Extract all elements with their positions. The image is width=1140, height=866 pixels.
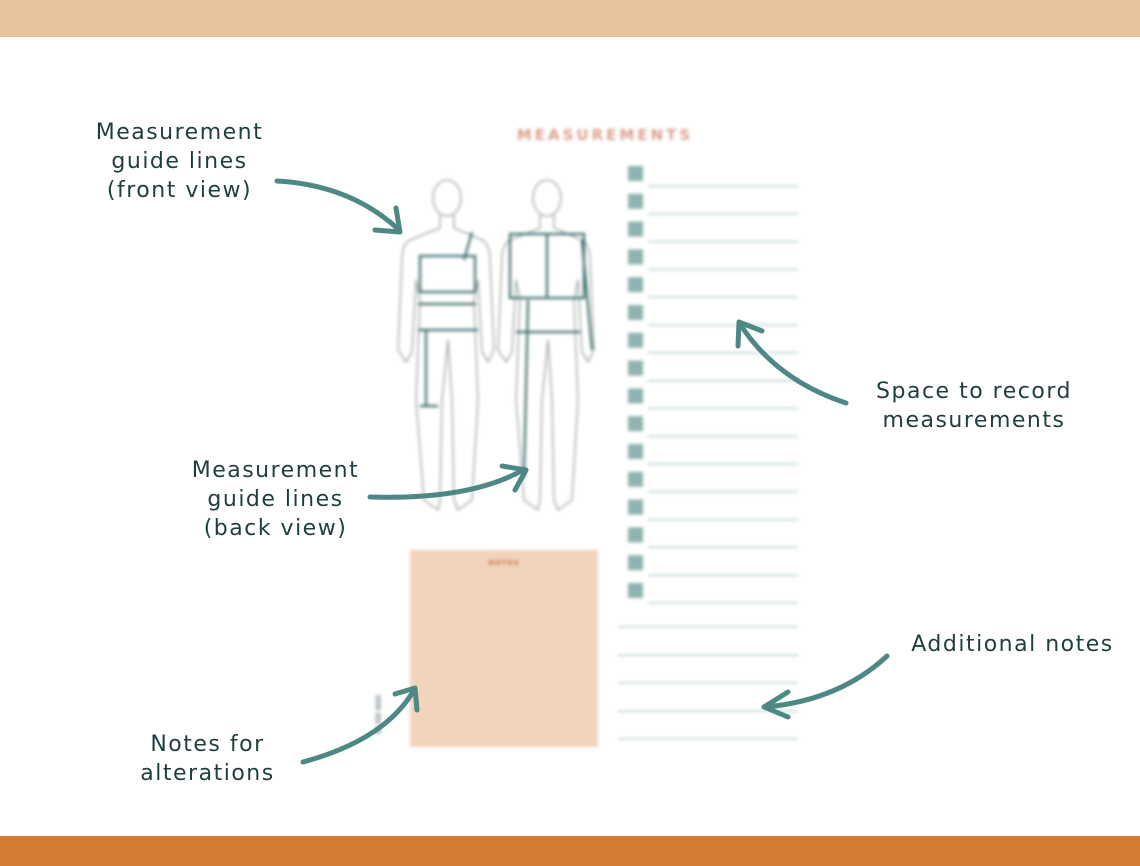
arrow-icon: [735, 319, 849, 406]
callout-record-text: Space to record measurements: [876, 379, 1072, 433]
callout-front-view-text: Measurement guide lines (front view): [95, 120, 264, 203]
measurement-row-checkbox: [628, 221, 643, 237]
measurement-row-checkbox: [628, 555, 643, 571]
sheet-title: MEASUREMENTS: [516, 126, 694, 144]
top-color-band: [0, 0, 1140, 37]
measurement-row-checkbox: [628, 193, 643, 209]
body-figures: [397, 179, 595, 511]
callout-back-view-text: Measurement guide lines (back view): [191, 458, 360, 541]
callout-front-view: Measurement guide lines (front view): [72, 118, 287, 205]
measurement-row-checkbox: [628, 471, 643, 487]
back-guide-lines: [508, 232, 594, 479]
arrow-icon: [274, 178, 403, 235]
bottom-color-band: [0, 836, 1140, 866]
arrow-icon: [300, 685, 420, 765]
measurement-row-checkbox: [628, 388, 643, 404]
callout-record-measurements: Space to record measurements: [850, 377, 1098, 435]
arrow-icon: [761, 653, 890, 720]
measurement-row-checkbox: [628, 249, 643, 265]
measurement-row-checkbox: [628, 444, 643, 459]
callout-additional-text: Additional notes: [911, 632, 1114, 657]
measurement-row-checkbox: [628, 499, 643, 515]
measurement-row-checkbox: [628, 583, 643, 598]
measurement-row-checkbox: [628, 166, 643, 181]
callout-additional-notes: Additional notes: [890, 630, 1135, 659]
measurement-row-checkbox: [628, 305, 643, 320]
callout-alterations: Notes for alterations: [120, 730, 295, 788]
measurement-row-checkbox: [628, 360, 643, 376]
measurement-row-checkbox: [628, 416, 643, 432]
measurement-row-checkbox: [628, 527, 643, 543]
measurement-row-checkbox: [628, 332, 643, 348]
callout-back-view: Measurement guide lines (back view): [168, 456, 383, 543]
callout-alterations-text: Notes for alterations: [140, 732, 275, 786]
notes-box-label: NOTES: [488, 559, 520, 567]
back-figure: [497, 179, 595, 511]
alteration-notes-box: NOTES: [410, 550, 598, 747]
front-guide-lines: [418, 231, 478, 408]
measurement-row-checkbox: [628, 277, 643, 293]
arrow-icon: [367, 463, 529, 500]
front-figure: [397, 179, 495, 511]
